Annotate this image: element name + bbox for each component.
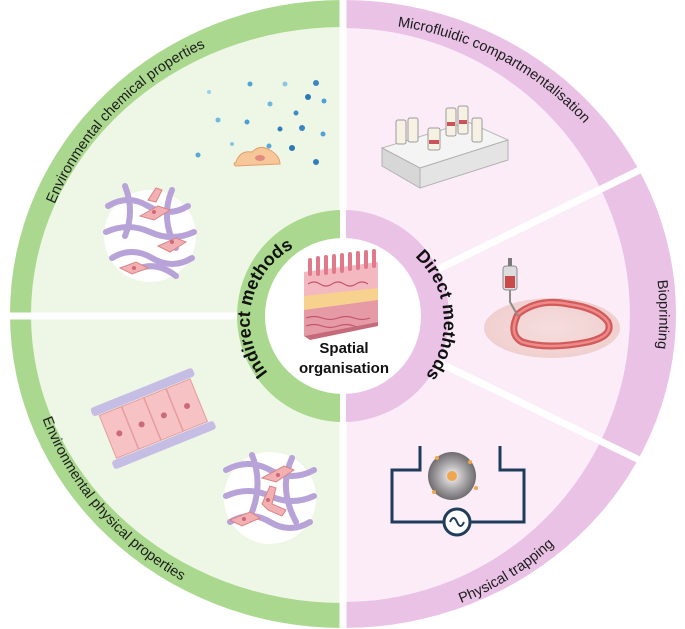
chemical-gradient-icon xyxy=(195,80,327,165)
segment-label-bioprinting: Bioprinting xyxy=(653,279,671,350)
center-label-line2: organisation xyxy=(299,360,389,377)
bioprinting-icon xyxy=(484,258,620,358)
center-label-line1: Spatial xyxy=(319,340,368,357)
microfluidic-chip-icon xyxy=(380,105,510,189)
stiff-ecm-network-icon xyxy=(223,452,317,544)
electrode-trap-icon xyxy=(390,446,526,537)
epithelium-channel-icon xyxy=(90,368,216,469)
cell-icon xyxy=(233,146,281,167)
tissue-block-icon xyxy=(304,249,378,340)
ecm-network-icon xyxy=(103,183,197,282)
